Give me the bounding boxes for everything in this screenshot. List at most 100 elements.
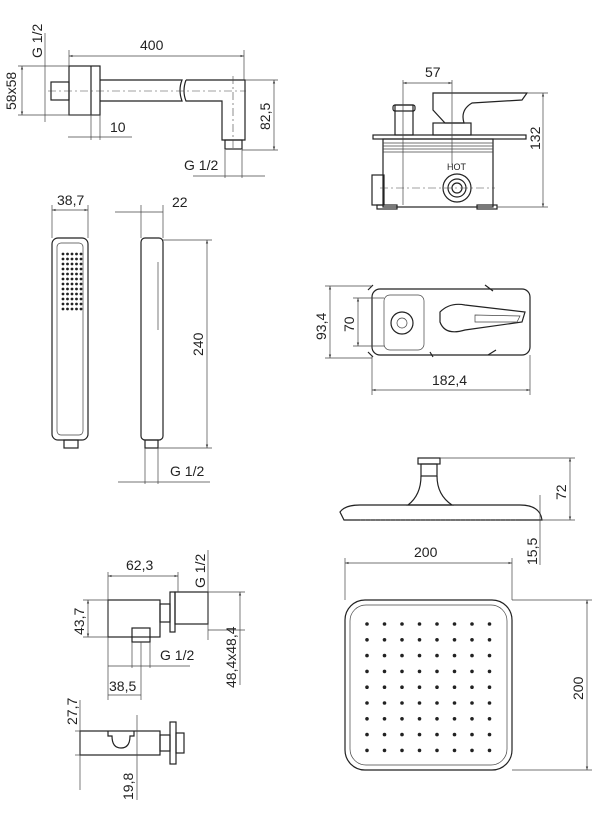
nozzle-dot: [70, 252, 74, 256]
nozzle-dot: [417, 685, 422, 689]
head-depth-label: 200: [570, 676, 586, 700]
nozzle-dot: [382, 717, 387, 721]
nozzle-dot: [435, 748, 439, 753]
nozzle-dot: [400, 622, 404, 626]
elbow-offset-label: 38,5: [109, 678, 136, 694]
nozzle-dot: [365, 638, 369, 642]
holder-drawing: 27,7 19,8: [64, 698, 185, 800]
nozzle-dot: [70, 292, 74, 296]
nozzle-dot: [75, 287, 78, 291]
nozzle-dot: [61, 267, 65, 271]
nozzle-dot: [66, 287, 69, 291]
nozzle-dot: [470, 685, 474, 689]
nozzle-dot: [365, 748, 369, 753]
nozzle-dot: [487, 638, 492, 642]
nozzle-dot: [417, 622, 422, 626]
nozzle-dot: [66, 282, 69, 286]
nozzle-dot: [365, 701, 369, 705]
nozzle-dot: [66, 267, 69, 271]
nozzle-dot: [79, 272, 83, 276]
nozzle-dot: [470, 732, 474, 737]
nozzle-dot: [61, 257, 65, 261]
flange-depth-label: 10: [110, 119, 126, 135]
nozzle-dot: [66, 297, 69, 301]
arm-thread-label: G 1/2: [29, 24, 45, 58]
nozzle-dot: [75, 262, 78, 266]
nozzle-dot: [70, 272, 74, 276]
shower-head-top-drawing: 200 200: [344, 544, 592, 771]
nozzle-dot: [400, 638, 404, 642]
nozzle-dot: [79, 262, 83, 266]
nozzle-dot: [79, 292, 83, 296]
nozzle-dot: [417, 653, 422, 658]
nozzle-dot: [66, 272, 69, 276]
nozzle-dot: [66, 292, 69, 296]
mixer-side-drawing: 57 132 HOT: [371, 64, 548, 210]
nozzle-dot: [70, 267, 74, 271]
nozzle-dot: [79, 252, 83, 256]
elbow-height-label: 43,7: [71, 608, 87, 635]
nozzle-dot: [470, 622, 474, 626]
nozzle-dot: [70, 282, 74, 286]
nozzle-dot: [400, 748, 404, 753]
nozzle-dot: [66, 307, 69, 311]
nozzle-dot: [79, 257, 83, 261]
nozzle-dot: [435, 717, 439, 721]
nozzle-dot: [487, 732, 492, 737]
nozzle-dot: [435, 732, 439, 737]
nozzle-dot: [365, 685, 369, 689]
nozzle-dot: [79, 297, 83, 301]
nozzle-dot: [365, 717, 369, 721]
nozzle-dot: [435, 685, 439, 689]
nozzle-dot: [70, 302, 74, 306]
nozzle-dot: [382, 622, 387, 626]
nozzle-dot: [75, 292, 78, 296]
nozzle-dot: [435, 669, 439, 674]
nozzle-dot: [400, 717, 404, 721]
nozzle-dot: [417, 701, 422, 705]
nozzle-dot: [400, 685, 404, 689]
plate-width-label: 182,4: [432, 372, 467, 388]
nozzle-dot: [79, 287, 83, 291]
arm-outlet-thread-label: G 1/2: [184, 157, 218, 173]
nozzle-dot: [61, 307, 65, 311]
nozzle-dot: [75, 302, 78, 306]
nozzle-dot: [470, 701, 474, 705]
elbow-top-thread-label: G 1/2: [192, 554, 208, 588]
nozzle-dot: [487, 622, 492, 626]
nozzle-dot: [61, 252, 65, 256]
nozzle-dot: [70, 297, 74, 301]
nozzle-dot: [382, 732, 387, 737]
arm-length-label: 400: [140, 37, 164, 53]
nozzle-dot: [365, 732, 369, 737]
flange-size-label: 58x58: [3, 72, 19, 110]
head-height-label: 72: [553, 484, 569, 500]
nozzle-dot: [400, 669, 404, 674]
nozzle-dot: [61, 262, 65, 266]
wall-elbow-drawing: 62,3 G 1/2 43,7 G 1/2 38,5 48,4x48,4: [71, 550, 245, 700]
nozzle-dot: [79, 307, 83, 311]
nozzle-dot: [452, 669, 457, 674]
nozzle-dot: [61, 282, 65, 286]
nozzle-dot: [66, 262, 69, 266]
elbow-length-label: 62,3: [126, 557, 153, 573]
nozzle-dot: [61, 277, 65, 281]
nozzle-dot: [66, 252, 69, 256]
hand-shower-thread-label: G 1/2: [170, 463, 204, 479]
nozzle-dot: [66, 302, 69, 306]
hand-shower-width-label: 38,7: [57, 192, 84, 208]
head-width-label: 200: [414, 544, 438, 560]
nozzle-dot: [79, 282, 83, 286]
nozzle-dot: [487, 717, 492, 721]
nozzle-dot: [75, 252, 78, 256]
nozzle-dot: [66, 277, 69, 281]
nozzle-dot: [417, 717, 422, 721]
holder-lower-label: 19,8: [120, 773, 136, 800]
elbow-flange-label: 48,4x48,4: [223, 626, 239, 688]
nozzle-dot: [382, 685, 387, 689]
hand-shower-drawing: 38,7 22 240 G 1/2: [51, 192, 212, 484]
nozzle-dot: [70, 307, 74, 311]
nozzle-dot: [79, 302, 83, 306]
nozzle-dot: [452, 622, 457, 626]
